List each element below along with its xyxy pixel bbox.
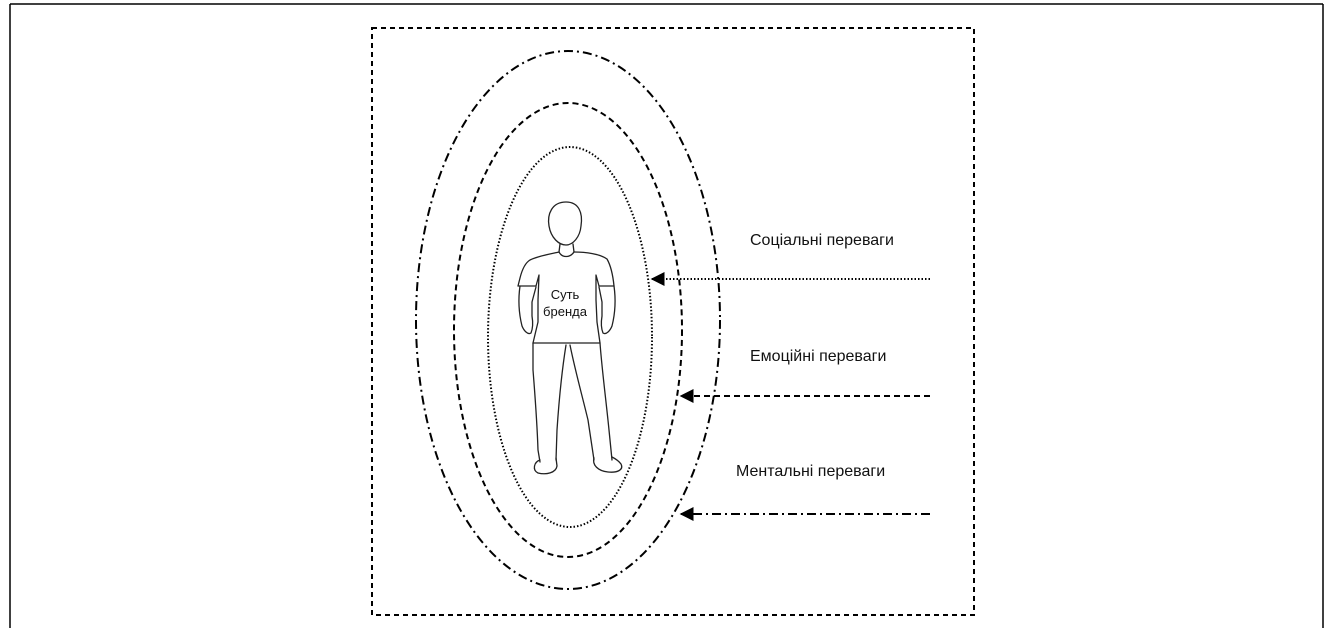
social-benefits-ellipse: [488, 147, 652, 527]
brand-essence-label-line1: Суть: [551, 287, 580, 302]
mental-benefits-ellipse: [416, 51, 720, 589]
emotional-benefits-label: Емоційні переваги: [750, 348, 886, 365]
mental-benefits-label: Ментальні переваги: [736, 463, 885, 480]
diagram-frame: [372, 28, 974, 615]
social-benefits-label: Соціальні переваги: [750, 232, 894, 249]
brand-essence-label-line2: бренда: [543, 304, 588, 319]
emotional-benefits-ellipse: [454, 103, 682, 557]
person-figure-icon: [518, 202, 622, 474]
